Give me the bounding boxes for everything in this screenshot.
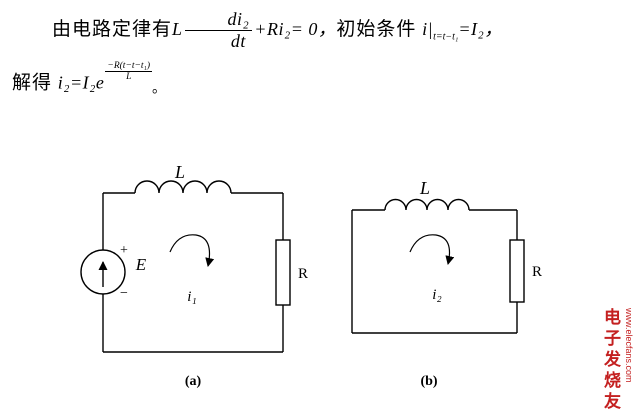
current-label-b: i₂	[432, 287, 441, 303]
circuit-b-labels: L R i₂ (b)	[419, 178, 542, 389]
solution-expression: i₂=I₂e	[57, 72, 105, 93]
condition-subscript: t=t−t₁	[433, 31, 459, 43]
inductor-label-b: L	[419, 178, 430, 198]
exponent-fraction: −R(t−t−t₁)L	[105, 60, 153, 83]
resistor-label-a: R	[298, 266, 308, 282]
plus-term: +Ri₂= 0，	[254, 18, 337, 39]
intro-text: 由电路定律有	[52, 18, 173, 40]
minus-sign-a: −	[120, 286, 128, 301]
fraction-denominator: dt	[230, 30, 246, 51]
source-label-a: E	[135, 255, 147, 274]
condition-variable: i|	[422, 18, 434, 39]
watermark-brand: 电子发烧友	[601, 308, 620, 413]
loop-current-arrow-b-icon	[409, 234, 455, 265]
resistor-box-a-icon	[275, 239, 291, 306]
formula-line-2: 解得 i₂=I₂e−R(t−t−t₁)L。	[12, 61, 582, 100]
sentence-period: 。	[152, 81, 168, 97]
loop-current-arrow-a-icon	[169, 234, 215, 267]
circuit-b	[351, 198, 525, 334]
caption-a: (a)	[185, 374, 202, 389]
circuit-a-labels: L + E − R i₁ (a)	[120, 162, 308, 389]
resistor-label-b: R	[532, 264, 542, 280]
exponent-denominator: L	[126, 72, 132, 83]
plus-sign-a: +	[120, 243, 128, 258]
inductor-coil-b-icon	[384, 198, 470, 211]
watermark-url: www.elecfans.com	[624, 308, 634, 383]
solve-label: 解得	[12, 72, 58, 94]
circuit-a	[80, 180, 291, 353]
fraction-numerator: di₂	[184, 10, 253, 31]
condition-label: 初始条件	[336, 18, 423, 40]
inductor-label-a: L	[174, 162, 185, 182]
coefficient-l: L	[172, 18, 183, 39]
current-label-a: i₁	[187, 289, 196, 305]
inductor-coil-a-icon	[134, 180, 232, 194]
exponent-numerator: −R(t−t−t₁)	[105, 60, 153, 73]
resistor-box-b-icon	[509, 239, 525, 303]
watermark: 电子发烧友 www.elecfans.com	[598, 308, 634, 413]
condition-equals: =I₂，	[458, 18, 503, 39]
caption-b: (b)	[420, 374, 437, 389]
